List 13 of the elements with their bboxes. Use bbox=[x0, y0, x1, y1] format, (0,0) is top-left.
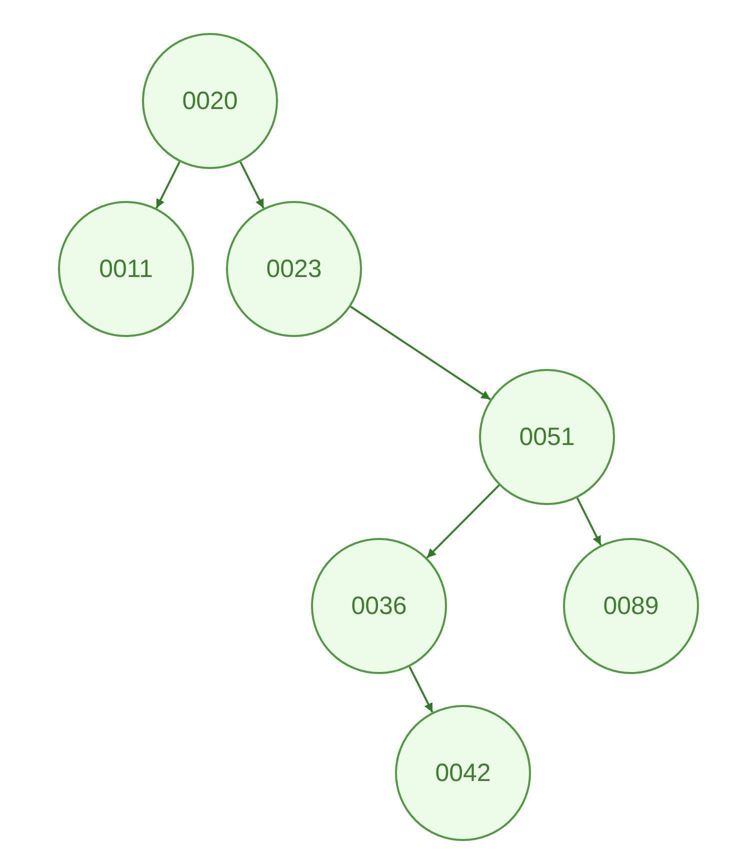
node-label: 0089 bbox=[603, 592, 659, 620]
node-label: 0011 bbox=[99, 254, 153, 284]
arrow bbox=[350, 306, 491, 400]
node-label: 0042 bbox=[435, 758, 491, 788]
arrow bbox=[426, 484, 500, 558]
node-label: 0020 bbox=[182, 86, 238, 116]
arrow bbox=[576, 497, 602, 546]
node-label: 0051 bbox=[519, 422, 575, 452]
arrow bbox=[156, 161, 180, 209]
arrow bbox=[240, 161, 264, 209]
node-label: 0036 bbox=[351, 592, 407, 620]
node-label: 0023 bbox=[266, 254, 322, 284]
arrow bbox=[408, 666, 434, 713]
